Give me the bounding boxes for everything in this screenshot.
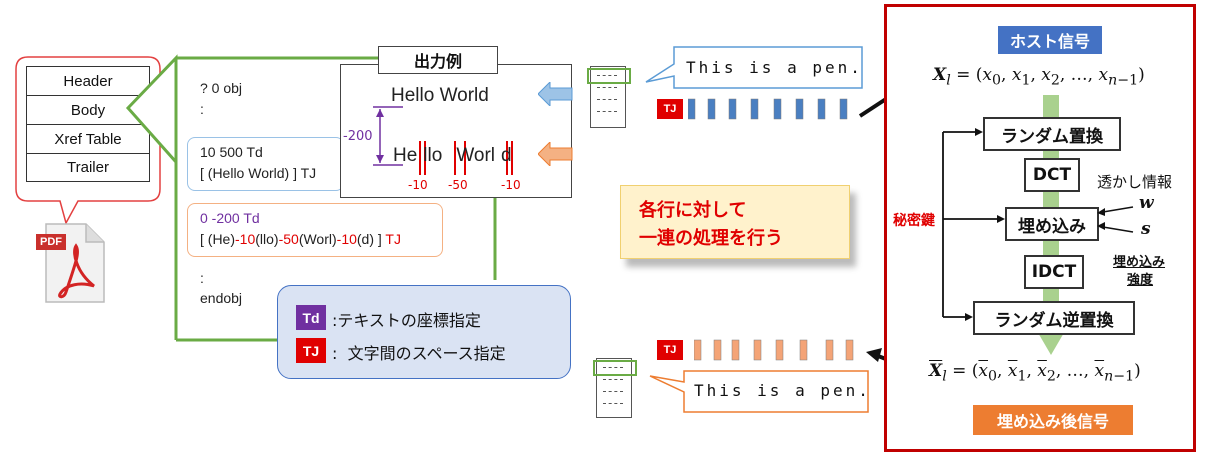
note-line-1: 各行に対して (639, 200, 747, 221)
note-line-2: 一連の処理を行う (639, 228, 783, 249)
pdf-structure-table: Header Body Xref Table Trailer (26, 66, 150, 182)
pdf-file-icon: PDF (36, 222, 108, 304)
top-sentence-text: This is a pen. (686, 58, 863, 77)
top-document-icon (587, 66, 631, 128)
tj-spacing: -10 (336, 231, 357, 247)
code-block-2: 0 -200 Td [ (He)-10(llo)-50(Worl)-10(d) … (187, 203, 443, 257)
glyph-run: Worl (456, 145, 496, 166)
pdf-structure-callout: Header Body Xref Table Trailer (8, 55, 162, 225)
top-tj-bars (688, 98, 848, 120)
tj-description: : 文字間のスペース指定 (332, 344, 506, 363)
tj-spacing-bar (728, 98, 737, 120)
pdf-row-header: Header (27, 67, 149, 96)
tj-spacing-bar (825, 339, 834, 361)
tj-segment: [ (He) (200, 231, 235, 247)
top-sentence-bubble (645, 46, 863, 89)
pdf-icon-label: PDF (36, 234, 66, 250)
tj-spacing: -50 (278, 231, 299, 247)
tj-spacing: -10 (235, 231, 256, 247)
output-example-title: 出力例 (378, 46, 498, 74)
dct-box: DCT (1024, 158, 1080, 192)
code-block-1: 10 500 Td [ (Hello World) ] TJ (187, 137, 344, 191)
pdf-row-trailer: Trailer (27, 153, 149, 182)
code-block2-line2: [ (He)-10(llo)-50(Worl)-10(d) ] TJ (200, 231, 401, 247)
tj-spacing-bar (713, 339, 722, 361)
spacing-label: -10 (501, 178, 521, 192)
tj-tag: TJ (296, 338, 326, 363)
tj-spacing-bar (839, 98, 848, 120)
tj-spacing-bar (773, 98, 782, 120)
offset-label: -200 (343, 129, 373, 144)
code-endobj: endobj (200, 290, 243, 306)
tj-segment: (d) ] (356, 231, 382, 247)
bottom-sentence-text: This is a pen. (694, 381, 871, 400)
tj-spacing-bar (750, 98, 759, 120)
pdf-row-xref: Xref Table (27, 125, 149, 154)
code-block2-line1: 0 -200 Td (200, 210, 260, 226)
tj-spacing-bar (817, 98, 826, 120)
spacing-label: -50 (448, 178, 468, 192)
secret-key-label: 秘密鍵 (893, 213, 935, 229)
secret-key-lines (942, 128, 1134, 321)
spacing-label: -10 (408, 178, 428, 192)
top-tj-tag: TJ (657, 99, 683, 119)
glyph-run: llo (423, 145, 443, 166)
random-inverse-permutation-box: ランダム逆置換 (973, 301, 1135, 335)
td-description: :テキストの座標指定 (332, 311, 481, 330)
code-colon-1: : (200, 101, 204, 117)
td-description-text: テキストの座標指定 (337, 311, 481, 330)
tj-segment: (Worl) (298, 231, 337, 247)
code-colon-2: : (200, 270, 204, 286)
code-block1-line2: [ (Hello World) ] TJ (200, 165, 317, 181)
glyph-run: He (393, 145, 418, 166)
strength-label-2: 強度 (1127, 273, 1154, 288)
tj-spacing-bar (795, 98, 804, 120)
w-symbol: w (1139, 193, 1154, 213)
operator-legend: Td :テキストの座標指定 TJ : 文字間のスペース指定 (277, 285, 571, 379)
glyph-run: d (501, 145, 512, 166)
tj-spacing-bar (845, 339, 854, 361)
host-signal-label: ホスト信号 (998, 26, 1102, 54)
s-symbol: s (1141, 219, 1151, 239)
tj-spacing-bar (688, 98, 696, 120)
offset-bracket (373, 106, 513, 175)
embed-box: 埋め込み (1005, 207, 1099, 241)
td-tag: Td (296, 305, 326, 330)
embedded-signal-formula: Xl = (x0, x1, x2, …, xn−1) (929, 361, 1141, 385)
process-panel: ホスト信号 Xl = (x0, x1, x2, …, xn−1) ランダム置換 … (884, 4, 1196, 452)
bottom-document-icon (593, 358, 637, 418)
arrow-left-orange-icon (538, 142, 573, 166)
tj-spacing-bar (707, 98, 716, 120)
tj-segment: (llo) (255, 231, 279, 247)
tj-description-text: 文字間のスペース指定 (347, 344, 506, 363)
hello-world-original: Hello World (391, 85, 489, 106)
host-signal-formula: Xl = (x0, x1, x2, …, xn−1) (933, 65, 1145, 89)
tj-spacing-bar (731, 339, 740, 361)
note-box: 各行に対して 一連の処理を行う (620, 185, 850, 259)
tj-spacing-bar (775, 339, 784, 361)
random-permutation-box: ランダム置換 (983, 117, 1121, 151)
tj-spacing-bar (799, 339, 808, 361)
tj-spacing-bar (694, 339, 702, 361)
bottom-sentence-bubble (649, 370, 869, 413)
bottom-tj-tag: TJ (657, 340, 683, 360)
pdf-row-body: Body (27, 96, 149, 125)
strength-label-1: 埋め込み (1113, 255, 1166, 270)
tj-spacing-bar (753, 339, 762, 361)
watermark-info-label: 透かし情報 (1097, 173, 1173, 191)
arrow-left-blue-icon (538, 82, 573, 106)
code-line-obj: ? 0 obj (200, 80, 243, 96)
code-block1-line1: 10 500 Td (200, 144, 263, 160)
idct-box: IDCT (1024, 255, 1084, 289)
bottom-tj-bars (694, 339, 854, 361)
tj-operator: TJ (381, 231, 401, 247)
embedded-signal-label: 埋め込み後信号 (973, 405, 1133, 435)
